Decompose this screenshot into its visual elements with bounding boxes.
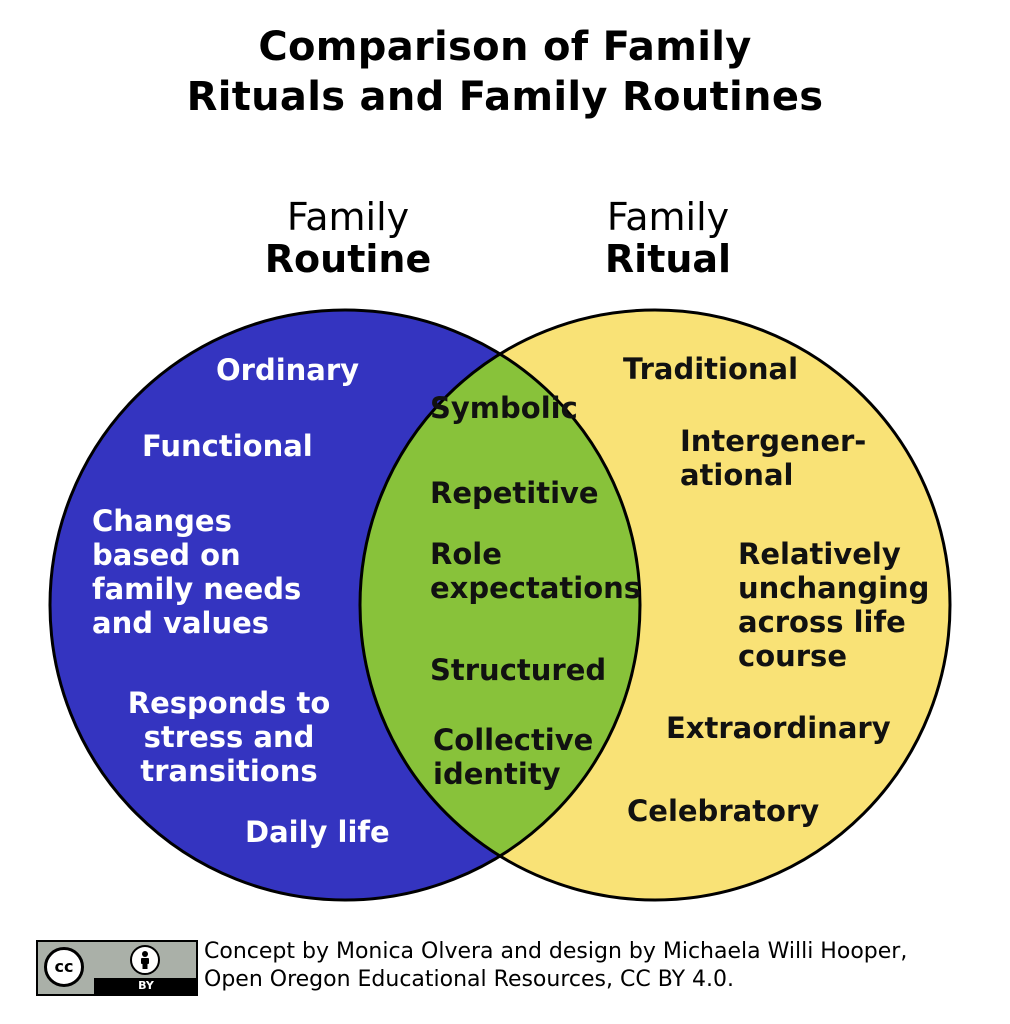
ritual-item: Traditional: [623, 352, 799, 386]
set-label-ritual-line2: Ritual: [604, 237, 732, 281]
ritual-item: Intergener- ational: [680, 424, 867, 492]
ritual-item: Celebratory: [627, 794, 820, 828]
routine-item: Daily life: [245, 815, 390, 849]
set-label-routine-line1: Family: [286, 195, 410, 239]
routine-item: Functional: [142, 429, 313, 463]
credit-text: Concept by Monica Olvera and design by M…: [204, 939, 908, 992]
routine-circle-outline: [48, 308, 642, 902]
ritual-circle-outline: [358, 308, 952, 902]
cc-by-license-badge[interactable]: cc BY: [36, 940, 198, 996]
set-label-routine: Family Routine: [218, 196, 478, 280]
overlap-item: Structured: [430, 653, 607, 687]
set-label-ritual-line1: Family: [606, 195, 730, 239]
overlap-item: Collective identity: [433, 723, 594, 791]
page-title: Comparison of Family Rituals and Family …: [186, 24, 824, 120]
routine-item: Changes based on family needs and values: [92, 504, 302, 640]
overlap-item: Role expectations: [430, 537, 642, 605]
routine-item: Ordinary: [216, 353, 360, 387]
person-icon-glyph: [141, 951, 149, 969]
cc-icon: cc: [44, 947, 84, 987]
set-label-ritual: Family Ritual: [538, 196, 798, 280]
overlap-region: [360, 310, 640, 900]
by-label: BY: [94, 978, 198, 994]
overlap-item: Repetitive: [430, 476, 599, 510]
overlap-item: Symbolic: [430, 391, 578, 425]
set-label-routine-line2: Routine: [264, 237, 432, 281]
ritual-item: Relatively unchanging across life course: [738, 537, 930, 673]
routine-item: Responds to stress and transitions: [127, 686, 331, 788]
person-icon: [130, 945, 160, 975]
footer: cc BY Concept by Monica Olvera and desig…: [36, 938, 996, 1000]
ritual-item: Extraordinary: [666, 711, 891, 745]
